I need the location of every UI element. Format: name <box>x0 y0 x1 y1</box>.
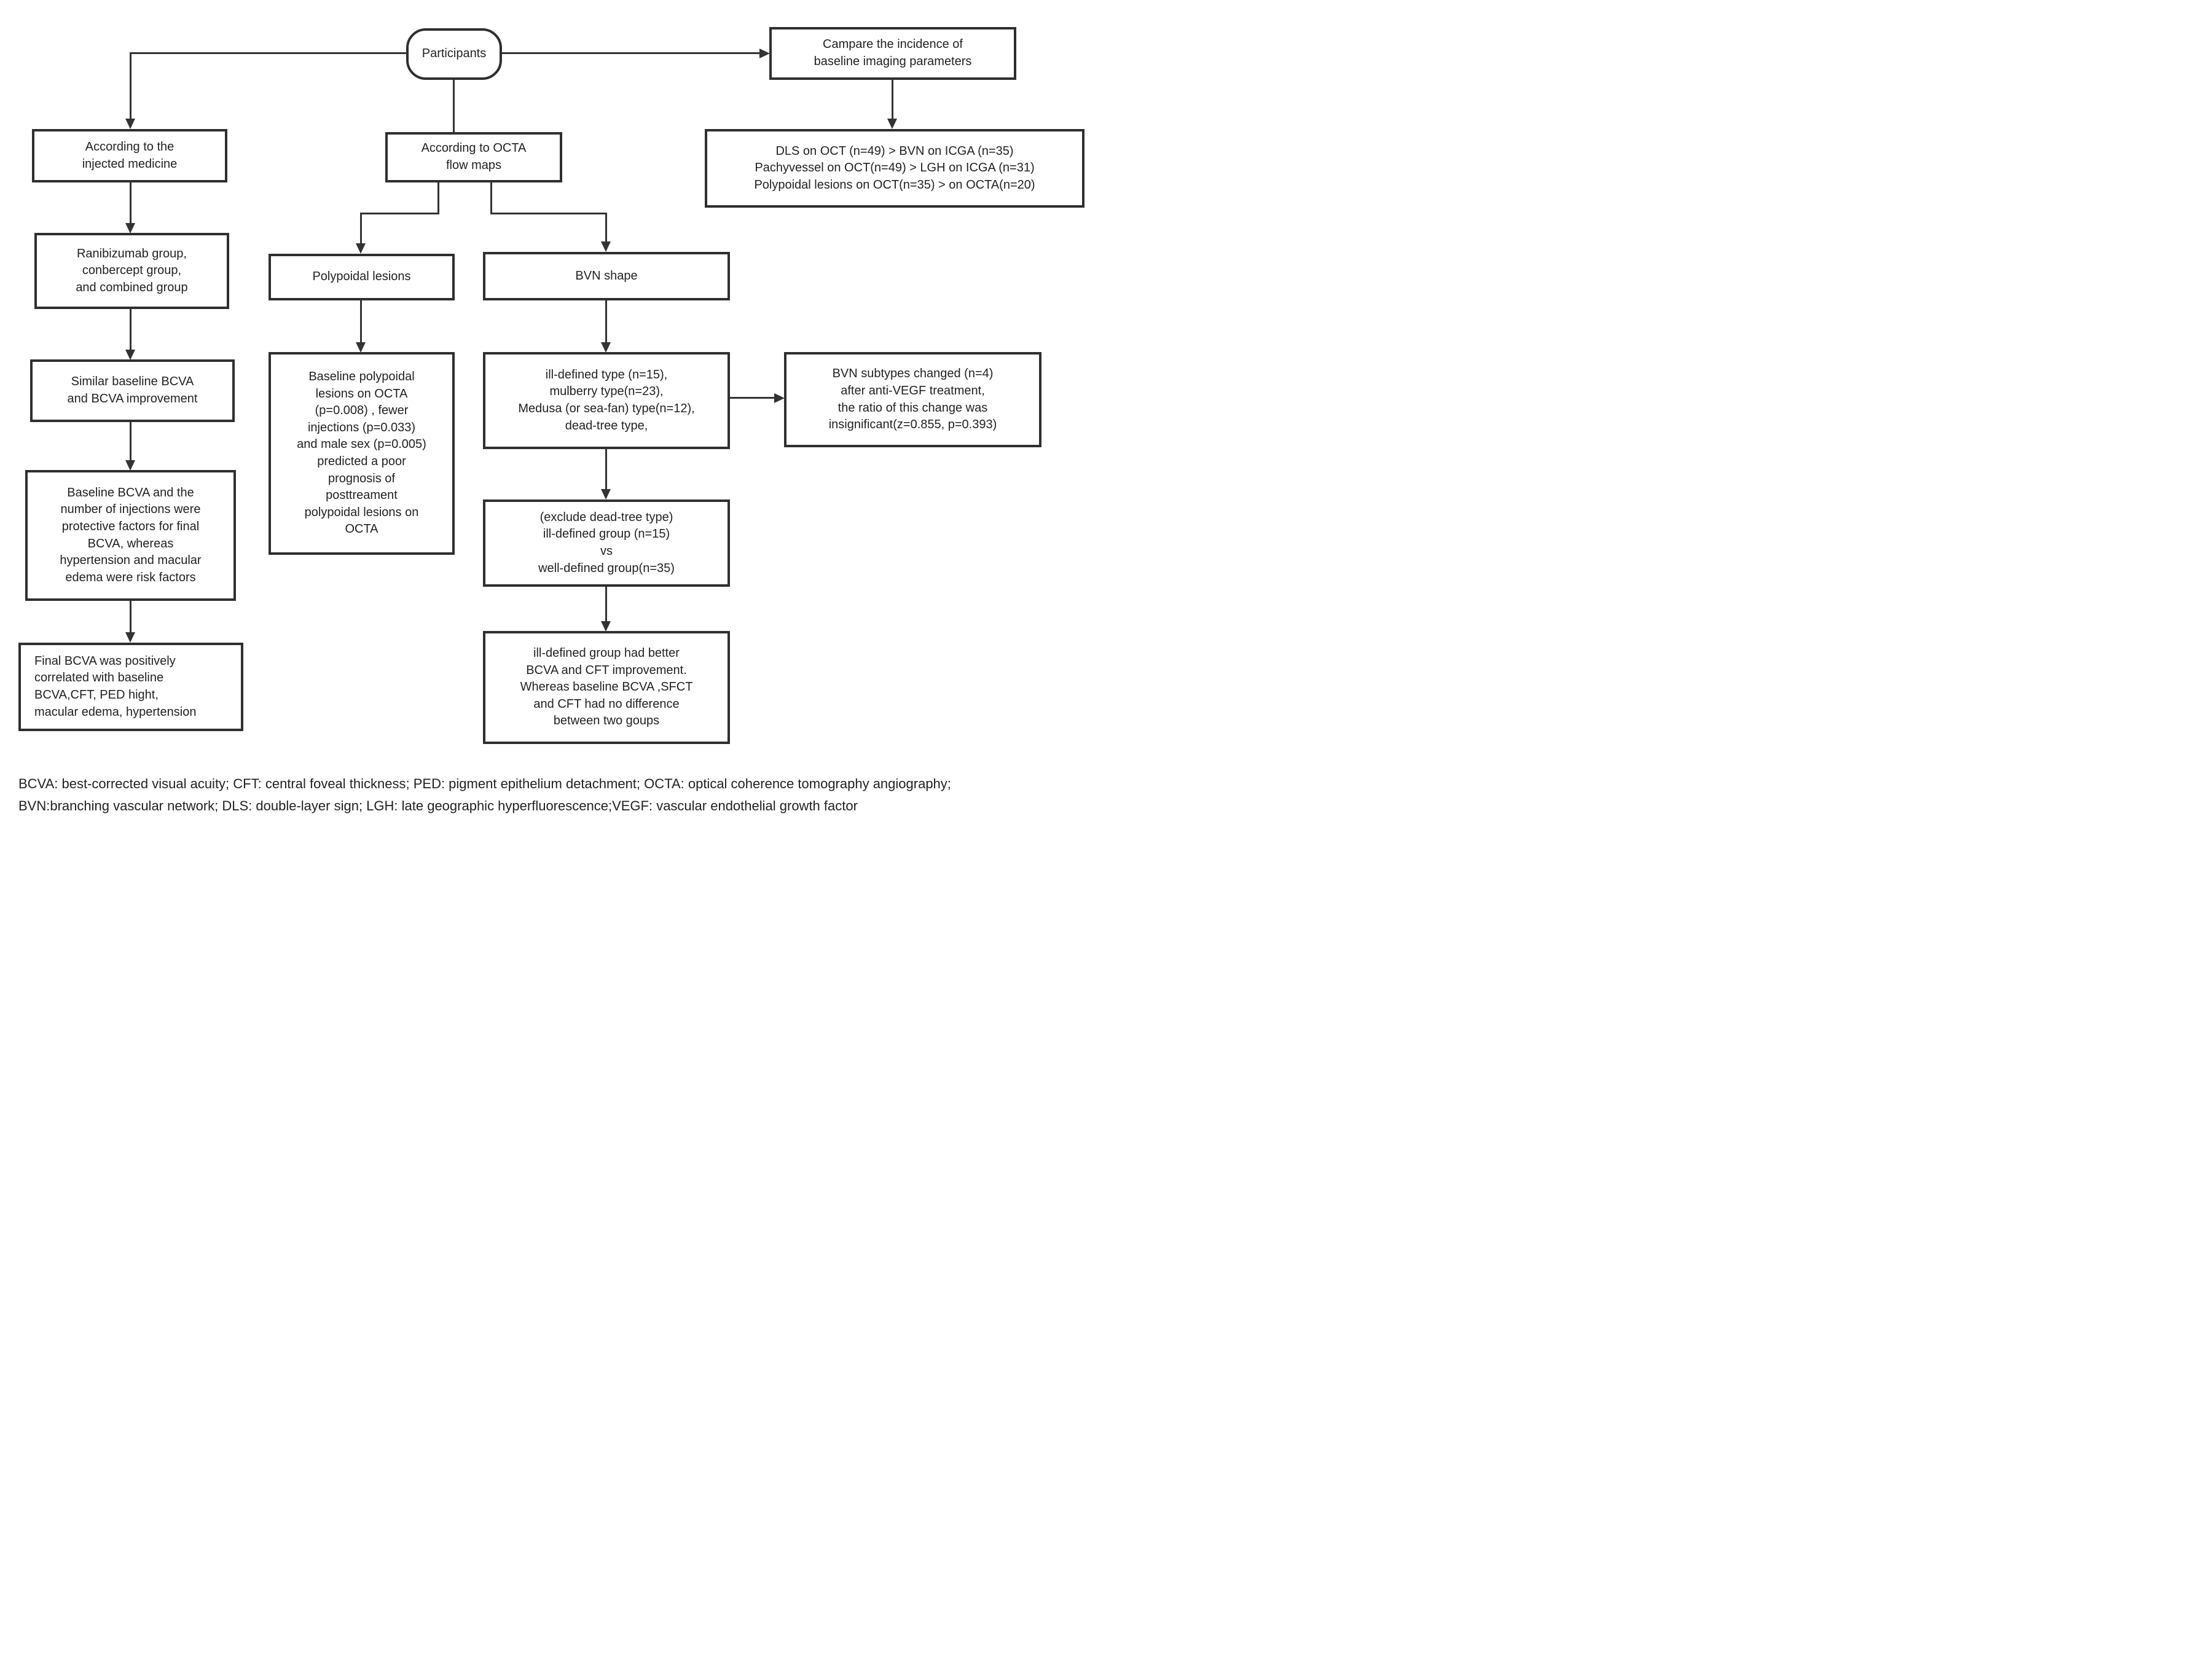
connector-octa-right-elbow <box>490 213 607 214</box>
node-similar-baseline: Similar baseline BCVA and BCVA improveme… <box>30 359 235 422</box>
arrowhead-to-incidence-results <box>887 119 897 129</box>
node-octa-flow-maps: According to OCTA flow maps <box>385 132 562 182</box>
connector-octa-left-elbow <box>360 213 439 214</box>
connector-octa-left-stub <box>437 182 439 214</box>
arrowhead-a4 <box>125 460 135 471</box>
node-bvn-types: ill-defined type (n=15), mulberry type(n… <box>483 352 730 449</box>
connector-c1-c2 <box>605 300 607 343</box>
connector-b1-b2 <box>360 300 362 343</box>
arrowhead-to-injected-medicine <box>125 119 135 129</box>
connector-participants-left <box>130 52 406 54</box>
arrowhead-c3 <box>601 489 611 500</box>
arrowhead-to-polypoidal <box>356 243 366 254</box>
arrowhead-to-compare-incidence <box>759 49 770 58</box>
arrowhead-b2 <box>356 342 366 353</box>
connector-a1-a2 <box>130 182 131 224</box>
node-incidence-results: DLS on OCT (n=49) > BVN on ICGA (n=35) P… <box>705 129 1084 208</box>
connector-participants-down <box>453 80 455 132</box>
arrowhead-to-bvn-shape <box>601 241 611 252</box>
connector-a3-a4 <box>130 422 131 461</box>
node-participants: Participants <box>406 28 502 80</box>
node-bvn-shape: BVN shape <box>483 252 730 300</box>
connector-to-polypoidal <box>360 213 362 245</box>
node-group-outcome: ill-defined group had better BCVA and CF… <box>483 631 730 744</box>
connector-participants-right <box>502 52 760 54</box>
connector-c2-c3 <box>605 449 607 490</box>
node-medicine-groups: Ranibizumab group, conbercept group, and… <box>34 233 229 309</box>
arrowhead-c4 <box>601 621 611 632</box>
connector-octa-right-stub <box>490 182 492 214</box>
node-injected-medicine: According to the injected medicine <box>32 129 227 182</box>
node-bvn-subtypes-changed: BVN subtypes changed (n=4) after anti-VE… <box>784 352 1041 447</box>
connector-c2-d3 <box>730 397 775 399</box>
node-polypoidal-prognosis: Baseline polypoidal lesions on OCTA (p=0… <box>269 352 455 555</box>
connector-a4-a5 <box>130 601 131 633</box>
abbreviation-legend: BCVA: best-corrected visual acuity; CFT:… <box>18 776 951 813</box>
arrowhead-a5 <box>125 632 135 643</box>
connector-participants-left-down <box>130 52 131 120</box>
arrowhead-a3 <box>125 350 135 360</box>
connector-compare-down <box>892 80 893 120</box>
connector-to-bvn-shape <box>605 213 607 243</box>
arrowhead-a2 <box>125 223 135 233</box>
node-protective-factors: Baseline BCVA and the number of injectio… <box>25 470 236 601</box>
arrowhead-c2 <box>601 342 611 353</box>
flowchart-canvas: Participants According to the injected m… <box>0 0 1106 832</box>
node-group-comparison: (exclude dead-tree type) ill-defined gro… <box>483 500 730 587</box>
connector-a2-a3 <box>130 309 131 351</box>
connector-c3-c4 <box>605 587 607 622</box>
node-polypoidal-lesions: Polypoidal lesions <box>269 254 455 300</box>
node-compare-incidence: Campare the incidence of baseline imagin… <box>769 27 1016 80</box>
node-final-bcva: Final BCVA was positively correlated wit… <box>18 643 243 731</box>
arrowhead-d3 <box>774 393 785 403</box>
